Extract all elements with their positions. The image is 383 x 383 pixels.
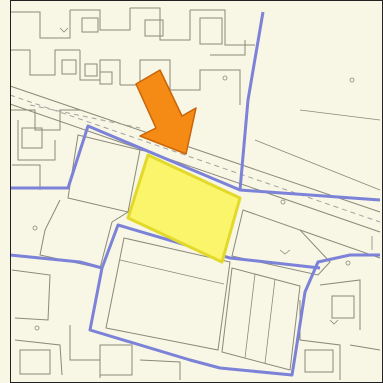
parcel-lines <box>9 7 381 380</box>
building-outline <box>81 17 99 33</box>
parcel-line <box>254 139 381 191</box>
parcel-outline <box>10 109 80 131</box>
parcel-outline <box>231 209 331 276</box>
building-outline <box>331 295 355 319</box>
building-outline <box>19 349 51 375</box>
parcel-outline <box>14 339 63 376</box>
zone-boundary-line <box>238 11 265 191</box>
parcel-outline <box>39 199 113 269</box>
parcel-outline <box>79 50 121 85</box>
zone-boundary-line <box>100 223 321 270</box>
building-outline <box>84 63 98 77</box>
building-inner-line <box>119 259 225 285</box>
zone-boundary-line <box>9 253 380 377</box>
parcel-outline <box>349 344 381 351</box>
building-outline <box>61 59 77 75</box>
parcel-outline <box>190 9 255 46</box>
road-centerline <box>9 94 381 223</box>
parcel-outline <box>10 10 71 39</box>
zone-boundaries <box>9 11 381 377</box>
parcel-outline <box>17 120 56 161</box>
pointer-arrow-icon <box>135 69 197 155</box>
map-symbol <box>349 77 355 83</box>
map-symbol <box>222 75 228 81</box>
road-edge <box>9 85 381 213</box>
building-inner-line <box>244 273 256 359</box>
map-symbol <box>59 27 69 33</box>
building-outline <box>199 17 223 45</box>
parcel-outline <box>111 211 129 223</box>
parcel-outline <box>299 229 381 259</box>
road-centerline <box>29 104 141 129</box>
parcel-outline <box>12 164 41 190</box>
parcel-outline <box>11 269 51 321</box>
parcel-outline <box>319 279 361 330</box>
parcel-outline <box>120 59 171 90</box>
building-outline <box>21 127 43 149</box>
road-edge <box>9 103 381 233</box>
building-outline <box>105 237 231 351</box>
map-symbol <box>34 325 40 331</box>
map-symbol <box>279 249 291 255</box>
building-outline <box>99 344 133 376</box>
building-outline <box>304 349 334 373</box>
building-outline <box>144 19 164 37</box>
parcel-outline <box>210 40 246 56</box>
parcel-outline <box>10 49 80 76</box>
map-symbol <box>329 319 339 325</box>
parcel-line <box>299 109 381 121</box>
parcel-outline <box>130 7 191 41</box>
building-outline <box>221 267 301 371</box>
parcel-outline <box>139 359 181 380</box>
road-centerlines <box>9 94 381 223</box>
map-symbol <box>280 199 286 205</box>
building-outline <box>99 71 113 85</box>
parcel-outline <box>170 69 241 105</box>
zone-boundary-line <box>10 124 381 202</box>
map-symbol <box>32 225 38 231</box>
parcel-outline <box>70 8 131 31</box>
map-symbol <box>345 260 351 266</box>
building-inner-line <box>264 278 276 364</box>
highlighted-parcel[interactable] <box>126 153 242 264</box>
